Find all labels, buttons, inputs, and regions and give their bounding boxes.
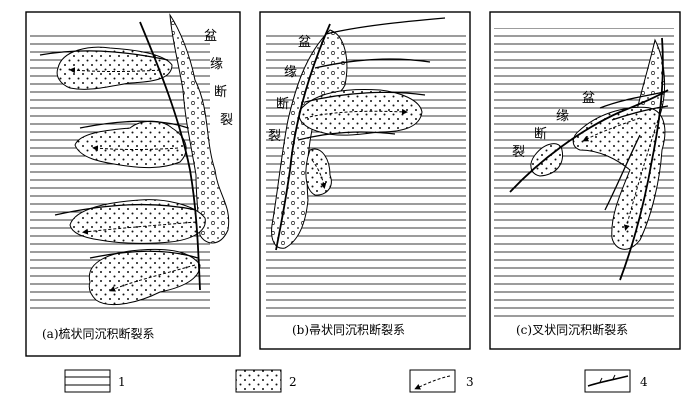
panel-a-fault-label-2: 缘 xyxy=(210,57,223,72)
panel-b-caption: (b)帚状同沉积断裂系 xyxy=(292,322,405,337)
panel-a-fault-branch-3 xyxy=(54,203,197,216)
panel-c-fault-branch-4 xyxy=(604,134,641,211)
panel-c-fault-label-3: 断 xyxy=(534,127,547,142)
panel-a-lobe-1 xyxy=(56,46,173,90)
panel-a-main-fault xyxy=(139,21,201,291)
panel-b: 盆 缘 断 裂 (b)帚状同沉积断裂系 xyxy=(259,11,471,350)
panel-c-flow-arrow-1 xyxy=(623,119,659,231)
legend-label-2: 2 xyxy=(289,375,297,389)
panel-b-fault-label-1: 盆 xyxy=(298,35,311,50)
panel-a-margin-fan xyxy=(169,13,230,244)
panel-c-fault-label-1: 盆 xyxy=(582,91,595,106)
panel-a-fault-label-3: 断 xyxy=(214,85,227,100)
panel-a-flow-arrow-3 xyxy=(82,221,197,235)
panel-a-lobe-4 xyxy=(88,248,201,306)
panel-a-fault-branch-1 xyxy=(39,50,169,61)
panel-a-lobe-3 xyxy=(69,199,206,244)
panel-a-lobe-2 xyxy=(74,120,187,169)
panel-a-fault-branch-2 xyxy=(79,120,189,129)
panel-a-flow-arrow-2 xyxy=(92,145,179,152)
panel-b-flow-arrow-1 xyxy=(304,108,408,119)
panel-c-fault-branch-1 xyxy=(619,37,664,281)
legend-label-4: 4 xyxy=(640,375,648,389)
panel-b-fault-label-3: 断 xyxy=(276,97,289,112)
panel-a: 盆 缘 断 裂 (a)梳状同沉积断裂系 xyxy=(25,11,241,357)
panel-a-caption: (a)梳状同沉积断裂系 xyxy=(42,326,155,341)
panel-a-fault-branch-4 xyxy=(89,250,199,259)
panel-c: 盆 缘 断 裂 (c)叉状同沉积断裂系 xyxy=(489,11,681,350)
panel-a-fault-label-1: 盆 xyxy=(204,29,217,44)
panel-b-fault-branch-4 xyxy=(297,131,396,141)
legend-item-2: 2 xyxy=(235,369,297,393)
panel-b-main-fault xyxy=(275,23,331,251)
panel-b-fault-branch-2 xyxy=(314,58,431,69)
panel-c-caption: (c)叉状同沉积断裂系 xyxy=(516,322,628,337)
legend-label-3: 3 xyxy=(466,375,474,389)
panel-c-fault-branch-3 xyxy=(611,105,669,121)
panel-b-lobe-1 xyxy=(298,89,423,136)
panel-a-fault-label-4: 裂 xyxy=(220,113,233,128)
panel-b-flow-arrow-2 xyxy=(311,159,327,189)
panel-c-fault-label-2: 缘 xyxy=(556,109,569,124)
panel-c-flow-arrow-2 xyxy=(582,117,641,142)
panel-b-fault-branch-3 xyxy=(304,91,426,103)
panel-c-main-fault xyxy=(509,89,669,193)
panel-b-margin-fan xyxy=(271,29,348,249)
panel-b-fault-branch-1 xyxy=(325,17,446,35)
legend-item-1: 1 xyxy=(64,369,126,393)
panel-a-flow-arrow-4 xyxy=(109,264,196,292)
legend-item-4: 4 xyxy=(584,369,648,393)
legend-item-3: 3 xyxy=(409,369,474,393)
panel-c-fault-label-4: 裂 xyxy=(512,145,525,160)
legend-label-1: 1 xyxy=(118,375,126,389)
panel-b-fault-label-2: 缘 xyxy=(284,65,297,80)
panel-c-fault-branch-2 xyxy=(599,91,665,109)
panel-b-fault-label-4: 裂 xyxy=(268,129,281,144)
legend: 1 2 3 4 xyxy=(64,369,648,393)
